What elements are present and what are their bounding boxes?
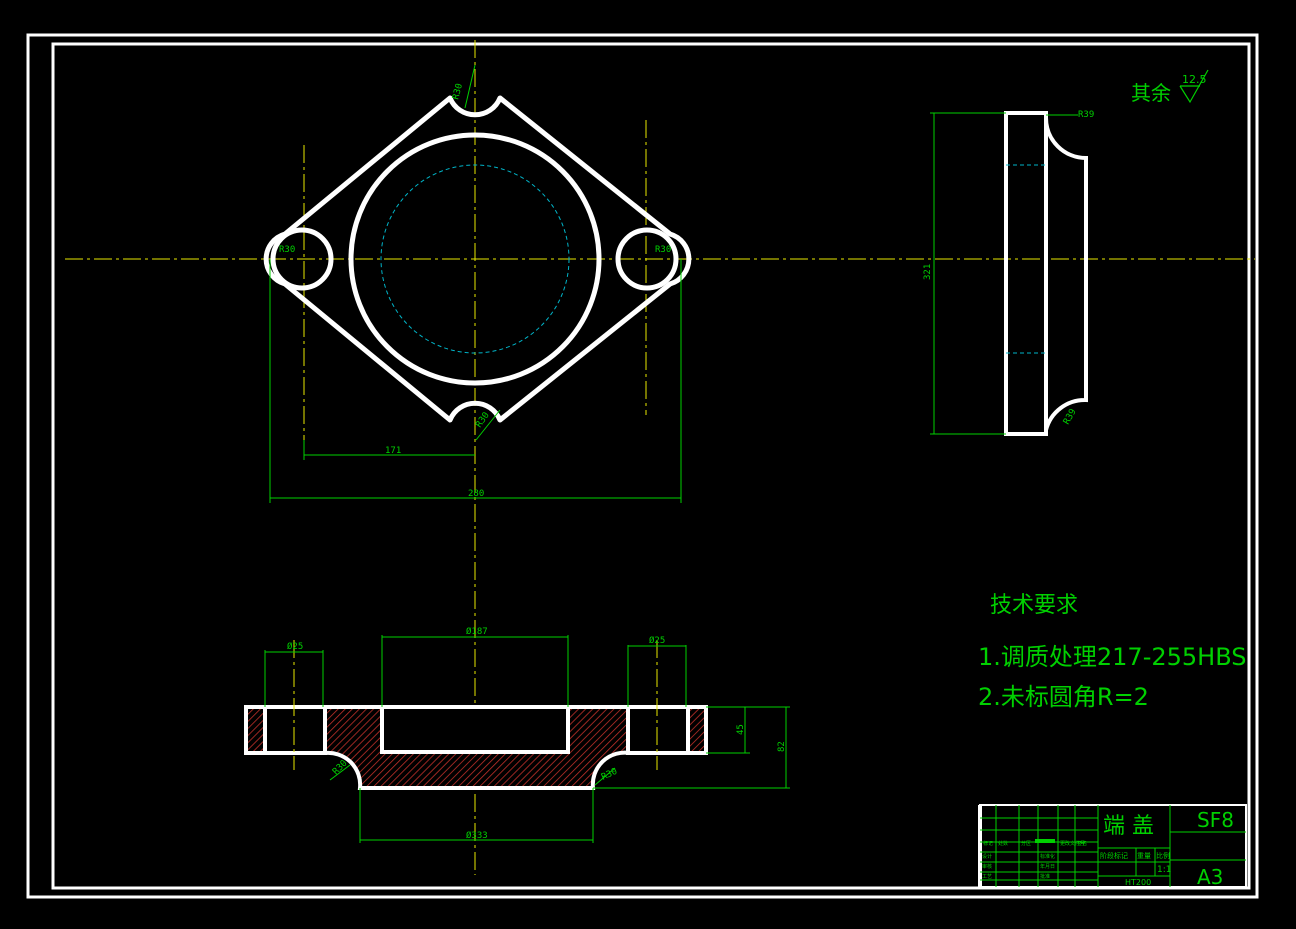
dim-r30-bottom: R30 xyxy=(474,411,492,430)
right-bolt-hole-section xyxy=(626,705,690,755)
tech-requirement-2: 2.未标圆角R=2 xyxy=(978,683,1149,711)
roughness-value: 12.5 xyxy=(1182,73,1207,86)
inner-frame xyxy=(51,42,1251,890)
title-block-design: 设计 xyxy=(982,853,992,860)
title-block-ratio: 比例 xyxy=(1156,851,1170,860)
title-block-approve: 批准 xyxy=(1040,873,1050,880)
roughness-icon xyxy=(1179,69,1209,104)
title-block-craft: 工艺 xyxy=(982,874,992,880)
bore-hidden-circle xyxy=(380,164,570,354)
dim-d25-right: Ø25 xyxy=(649,635,665,646)
dim-d333: Ø333 xyxy=(466,830,488,841)
hub-side xyxy=(1044,117,1088,431)
title-block-change: 更改文件号 xyxy=(1060,840,1085,847)
dim-r30-top: R30 xyxy=(451,82,465,100)
outer-frame xyxy=(26,33,1259,899)
title-block-std: 标准化 xyxy=(1040,853,1055,860)
title-block-area: 分区 xyxy=(1021,840,1031,847)
roughness-label: 其余 xyxy=(1131,81,1171,105)
title-block-date: 年月日 xyxy=(1040,863,1055,870)
title-block-part-name: 端 盖 xyxy=(1103,814,1154,839)
title-block-drawing-no: SF8 xyxy=(1197,808,1234,832)
tech-requirement-1: 1.调质处理217-255HBS xyxy=(978,643,1247,671)
bolt-hole-left xyxy=(270,227,334,291)
dim-r39-top: R39 xyxy=(1078,110,1094,120)
dim-45: 45 xyxy=(736,724,746,735)
front-view: 171 280 R30 R30 R30 R30 xyxy=(65,40,1255,875)
left-bolt-hole-section xyxy=(263,705,327,755)
dim-280: 280 xyxy=(468,489,484,499)
title-block-sign: 签名 xyxy=(1077,840,1087,847)
dim-r30-right: R30 xyxy=(655,245,671,255)
flange-side xyxy=(1004,111,1048,436)
dim-r30-right-section: R30 xyxy=(600,767,619,783)
flange-outline xyxy=(263,95,692,423)
dim-r30-left-section: R30 xyxy=(331,759,350,778)
section-view: Ø25 Ø187 Ø25 45 82 R30 R30 Ø333 xyxy=(244,626,790,843)
title-block-check: 审核 xyxy=(982,863,992,870)
title-block-material: HT200 xyxy=(1125,878,1151,887)
title-block-qty: 处数 xyxy=(998,840,1008,847)
title-block: 标记 处数 分区 更改文件号 签名 设计 标准化 审核 工艺 批准 年月日 阶段… xyxy=(978,804,1247,889)
title-block-mark: 标记 xyxy=(983,840,993,847)
title-block-weight: 重量 xyxy=(1137,852,1151,860)
dim-82: 82 xyxy=(777,741,787,752)
dim-d25-left: Ø25 xyxy=(287,641,303,652)
hub-outer-circle xyxy=(348,132,602,386)
dim-321: 321 xyxy=(923,264,933,280)
dim-171: 171 xyxy=(385,446,401,456)
technical-requirements: 技术要求 1.调质处理217-255HBS 2.未标圆角R=2 xyxy=(978,593,1247,711)
dim-d187: Ø187 xyxy=(466,626,488,637)
dim-r30-left: R30 xyxy=(279,245,295,255)
title-block-stage: 阶段标记 xyxy=(1100,851,1128,860)
roughness-symbol: 其余 12.5 xyxy=(1131,69,1209,105)
dim-r39-bottom: R39 xyxy=(1062,407,1079,426)
bolt-hole-right xyxy=(615,227,679,291)
bore-section xyxy=(380,705,570,754)
title-block-scale: 1:1 xyxy=(1157,865,1171,875)
title-block-sheet: A3 xyxy=(1197,865,1223,889)
side-view: 321 R39 R39 xyxy=(923,110,1094,436)
tech-requirements-title: 技术要求 xyxy=(990,593,1078,618)
